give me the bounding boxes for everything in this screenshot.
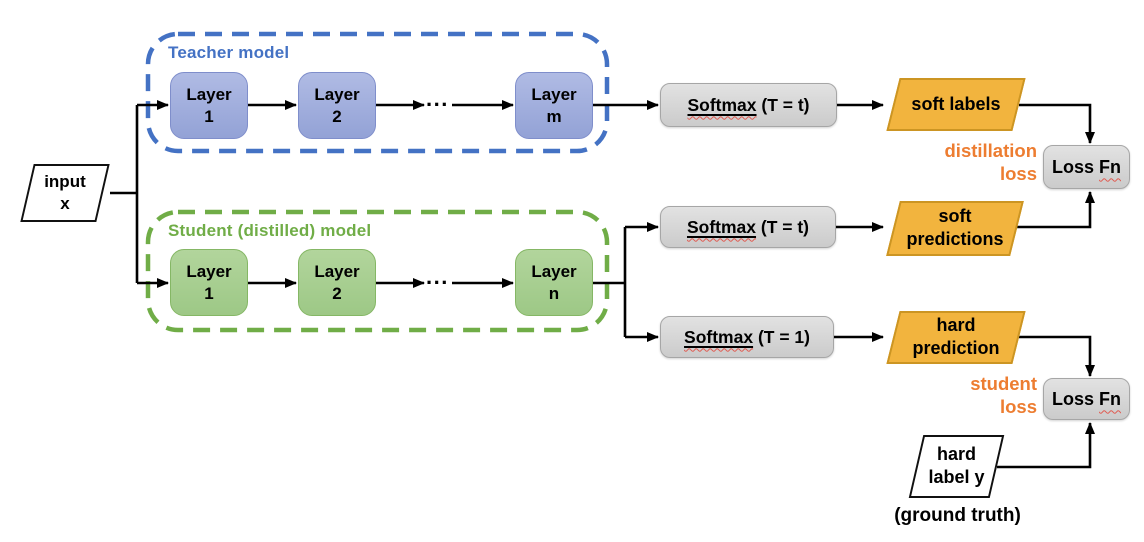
ground-truth-caption: (ground truth) [894,505,1021,526]
loss-fn-student-box: Loss Fn [1043,378,1130,420]
softmax-student-soft-box: Softmax (T = t) [660,206,836,248]
distillation-loss-label: distillation loss [944,140,1038,184]
softmax-teacher-word: Softmax [687,94,757,115]
soft-predictions-label: soft [938,206,972,227]
hard-label-line2: label y [928,467,985,488]
student-ellipsis: ... [426,264,449,289]
soft-labels-node: soft labels [886,78,1026,131]
soft-labels-label: soft labels [911,93,1001,114]
teacher-model-title: Teacher model [168,43,290,62]
input-label-line1: input [44,171,86,191]
hard-prediction-node: hard prediction [886,311,1026,364]
teacher-layer-2-label: Layer [314,84,360,104]
student-layer-2-label: Layer [314,261,360,281]
teacher-layer-2: Layer 2 [298,72,376,139]
soft-predictions-node: soft predictions [886,201,1024,256]
student-layer-2: Layer 2 [298,249,376,316]
student-layer-1-label: Layer [186,261,232,281]
arrow-hard-prediction-to-lossfn [1019,335,1095,377]
connector-input-trunk [110,105,139,283]
hard-label-node: hard label y [908,435,1005,498]
student-model-boundary [145,209,610,333]
teacher-layer-1: Layer 1 [170,72,248,139]
student-model-title: Student (distilled) model [168,221,372,240]
arrow-soft-predictions-to-lossfn [1017,191,1095,229]
softmax-student-soft-word: Softmax [686,216,757,237]
input-label-line2: x [60,194,70,213]
loss-fn-distillation-box: Loss Fn [1043,145,1130,189]
softmax-teacher-box: Softmax (T = t) [660,83,837,127]
teacher-layer-1-label: Layer [186,84,232,104]
teacher-layer-m: Layer m [515,72,593,139]
student-layer-1: Layer 1 [170,249,248,316]
loss-fn-student-word: Fn [1099,388,1122,409]
teacher-layer-m-label: Layer [531,84,577,104]
loss-fn-distillation-word: Fn [1099,156,1122,177]
teacher-model-boundary [145,31,610,154]
connector-student-branch-trunk [593,227,627,337]
input-node: input x [20,164,110,222]
arrow-hard-label-to-lossfn [997,422,1095,469]
arrow-soft-labels-to-lossfn [1019,103,1095,144]
student-layer-n: Layer n [515,249,593,316]
softmax-student-hard-box: Softmax (T = 1) [660,316,834,358]
student-loss-label: student loss [970,373,1037,417]
softmax-student-hard-word: Softmax [684,326,754,347]
student-layer-n-label: Layer [531,261,577,281]
teacher-ellipsis: ... [426,86,449,111]
hard-label-line1: hard [936,444,976,465]
hard-prediction-label: hard [936,315,976,336]
